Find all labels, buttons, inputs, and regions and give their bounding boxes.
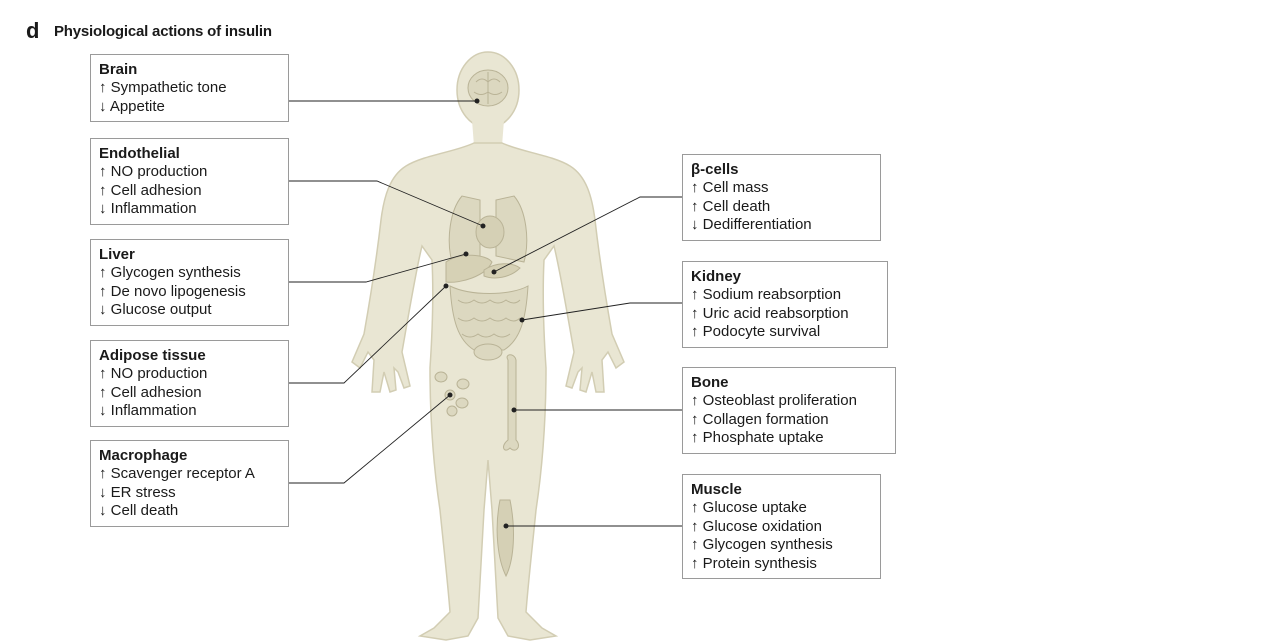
box-title: Muscle <box>691 481 742 498</box>
box-line: ↑ Cell mass <box>691 179 769 197</box>
box-brain: Brain ↑ Sympathetic tone ↓ Appetite <box>90 54 289 123</box>
heart-icon <box>475 215 505 249</box>
lungs-icon <box>448 195 528 263</box>
box-muscle: Muscle ↑ Glucose uptake ↑ Glucose oxidat… <box>682 474 881 580</box>
box-title: Liver <box>99 246 135 263</box>
box-line: ↓ Appetite <box>99 97 165 115</box>
bone-icon <box>503 354 519 451</box>
box-title: Brain <box>99 61 138 78</box>
connector-macrophage <box>289 394 451 484</box>
box-macrophage: Macrophage ↑ Scavenger receptor A ↓ ER s… <box>90 440 289 527</box>
box-line: ↑ Podocyte survival <box>691 323 821 341</box>
box-line: ↑ Cell death <box>691 197 771 215</box>
box-line: ↑ Cell adhesion <box>99 383 202 401</box>
box-line: ↓ Cell death <box>99 502 179 520</box>
box-line: ↑ Glucose uptake <box>691 499 807 517</box>
box-bone: Bone ↑ Osteoblast proliferation ↑ Collag… <box>682 367 896 454</box>
pancreas-icon <box>483 263 521 279</box>
box-line: ↓ Inflammation <box>99 402 197 420</box>
box-line: ↑ Sodium reabsorption <box>691 286 842 304</box>
box-title: Macrophage <box>99 447 188 464</box>
box-title: Adipose tissue <box>99 347 206 364</box>
box-line: ↑ De novo lipogenesis <box>99 282 246 300</box>
box-title: β-cells <box>691 161 739 178</box>
box-line: ↑ NO production <box>99 163 208 181</box>
box-line: ↑ Collagen formation <box>691 410 829 428</box>
panel-letter: d <box>26 18 40 43</box>
box-line: ↑ NO production <box>99 365 208 383</box>
box-line: ↓ Inflammation <box>99 200 197 218</box>
liver-icon <box>445 254 493 283</box>
connector-endothelial <box>289 180 484 227</box>
box-line: ↑ Uric acid reabsorption <box>691 304 849 322</box>
box-line: ↓ Glucose output <box>99 301 212 319</box>
box-beta-cells: β-cells ↑ Cell mass ↑ Cell death ↓ Dedif… <box>682 154 881 241</box>
connector-kidney <box>521 302 682 321</box>
brain-icon <box>467 69 509 107</box>
box-line: ↑ Glycogen synthesis <box>99 264 241 282</box>
intestines-icon <box>449 285 529 361</box>
connector-dots <box>443 98 525 529</box>
box-line: ↓ ER stress <box>99 483 176 501</box>
box-line: ↑ Protein synthesis <box>691 554 817 572</box>
box-line: ↑ Phosphate uptake <box>691 429 824 447</box>
box-line: ↓ Dedifferentiation <box>691 216 812 234</box>
box-liver: Liver ↑ Glycogen synthesis ↑ De novo lip… <box>90 239 289 326</box>
figure-title: Physiological actions of insulin <box>54 23 272 40</box>
box-line: ↑ Glucose oxidation <box>691 517 822 535</box>
box-line: ↑ Sympathetic tone <box>99 79 227 97</box>
connector-adipose <box>289 285 447 384</box>
connector-liver <box>289 253 467 283</box>
box-endothelial: Endothelial ↑ NO production ↑ Cell adhes… <box>90 138 289 225</box>
box-line: ↑ Glycogen synthesis <box>691 536 833 554</box>
muscle-icon <box>496 499 514 578</box>
connector-beta-cells <box>493 196 682 273</box>
box-kidney: Kidney ↑ Sodium reabsorption ↑ Uric acid… <box>682 261 888 348</box>
box-title: Kidney <box>691 268 742 285</box>
box-title: Bone <box>691 374 729 391</box>
box-line: ↑ Scavenger receptor A <box>99 465 255 483</box>
box-title: Endothelial <box>99 145 180 162</box>
connector-lines <box>289 100 682 527</box>
box-adipose-tissue: Adipose tissue ↑ NO production ↑ Cell ad… <box>90 340 289 427</box>
box-line: ↑ Cell adhesion <box>99 181 202 199</box>
box-line: ↑ Osteoblast proliferation <box>691 392 857 410</box>
